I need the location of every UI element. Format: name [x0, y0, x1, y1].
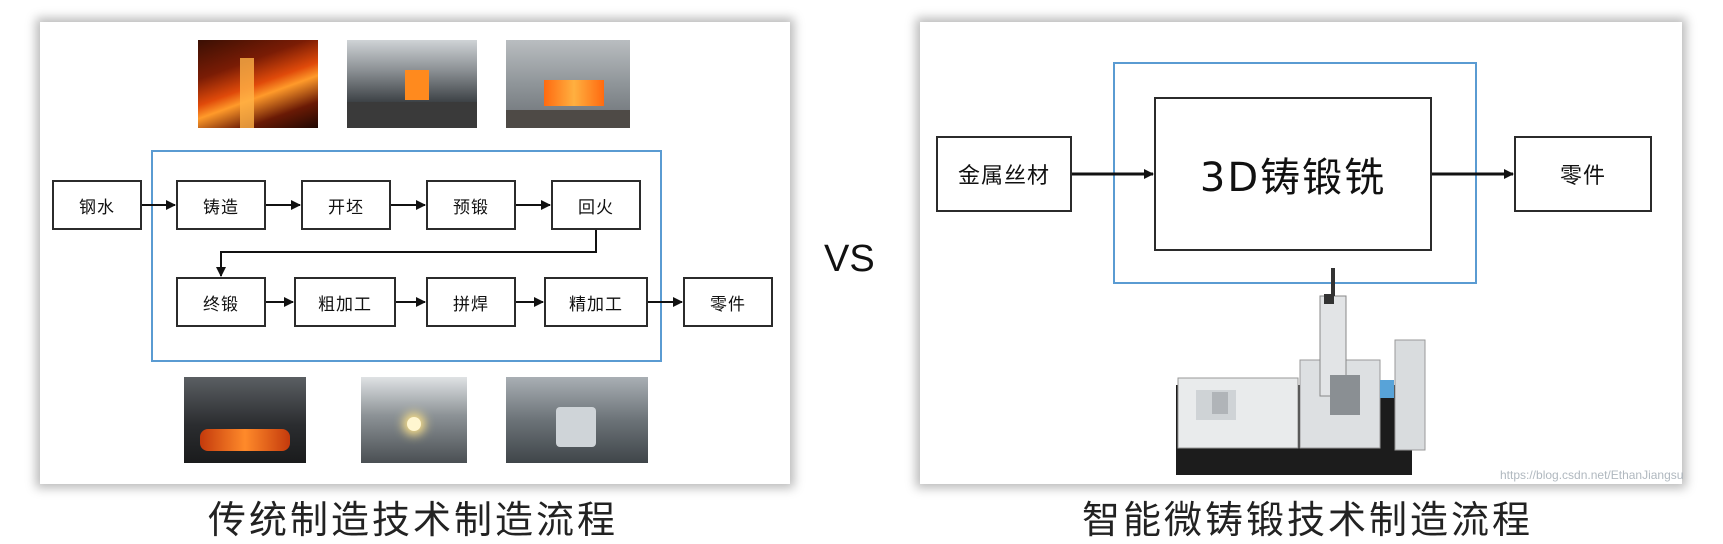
node-metal-wire: 金属丝材 [936, 136, 1072, 212]
node-3d-forge-mill: 3D铸锻铣 [1154, 97, 1432, 251]
factory-process-frame [151, 150, 662, 362]
node-preforge: 预锻 [426, 180, 516, 230]
vs-label: VS [824, 238, 875, 280]
machining-photo [506, 377, 648, 463]
node-welding: 拼焊 [426, 277, 516, 327]
node-part-right: 零件 [1514, 136, 1652, 212]
flow-arrows [142, 169, 1514, 307]
node-part-left: 零件 [683, 277, 773, 327]
node-final-forge: 终锻 [176, 277, 266, 327]
node-casting: 铸造 [176, 180, 266, 230]
arrow-temper-finalforge [216, 230, 597, 277]
watermark: https://blog.csdn.net/EthanJiangsu [1500, 468, 1684, 482]
node-billet: 开坯 [301, 180, 391, 230]
molten-steel-photo [198, 40, 318, 128]
node-rough-machining: 粗加工 [294, 277, 396, 327]
node-molten-steel: 钢水 [52, 180, 142, 230]
final-forging-photo [184, 377, 306, 463]
node-finish-machining: 精加工 [544, 277, 648, 327]
welding-photo [361, 377, 467, 463]
heat-treatment-photo [506, 40, 630, 128]
forging-press-photo [347, 40, 477, 128]
node-temper: 回火 [551, 180, 641, 230]
cnc-machine-illustration [1176, 268, 1426, 475]
